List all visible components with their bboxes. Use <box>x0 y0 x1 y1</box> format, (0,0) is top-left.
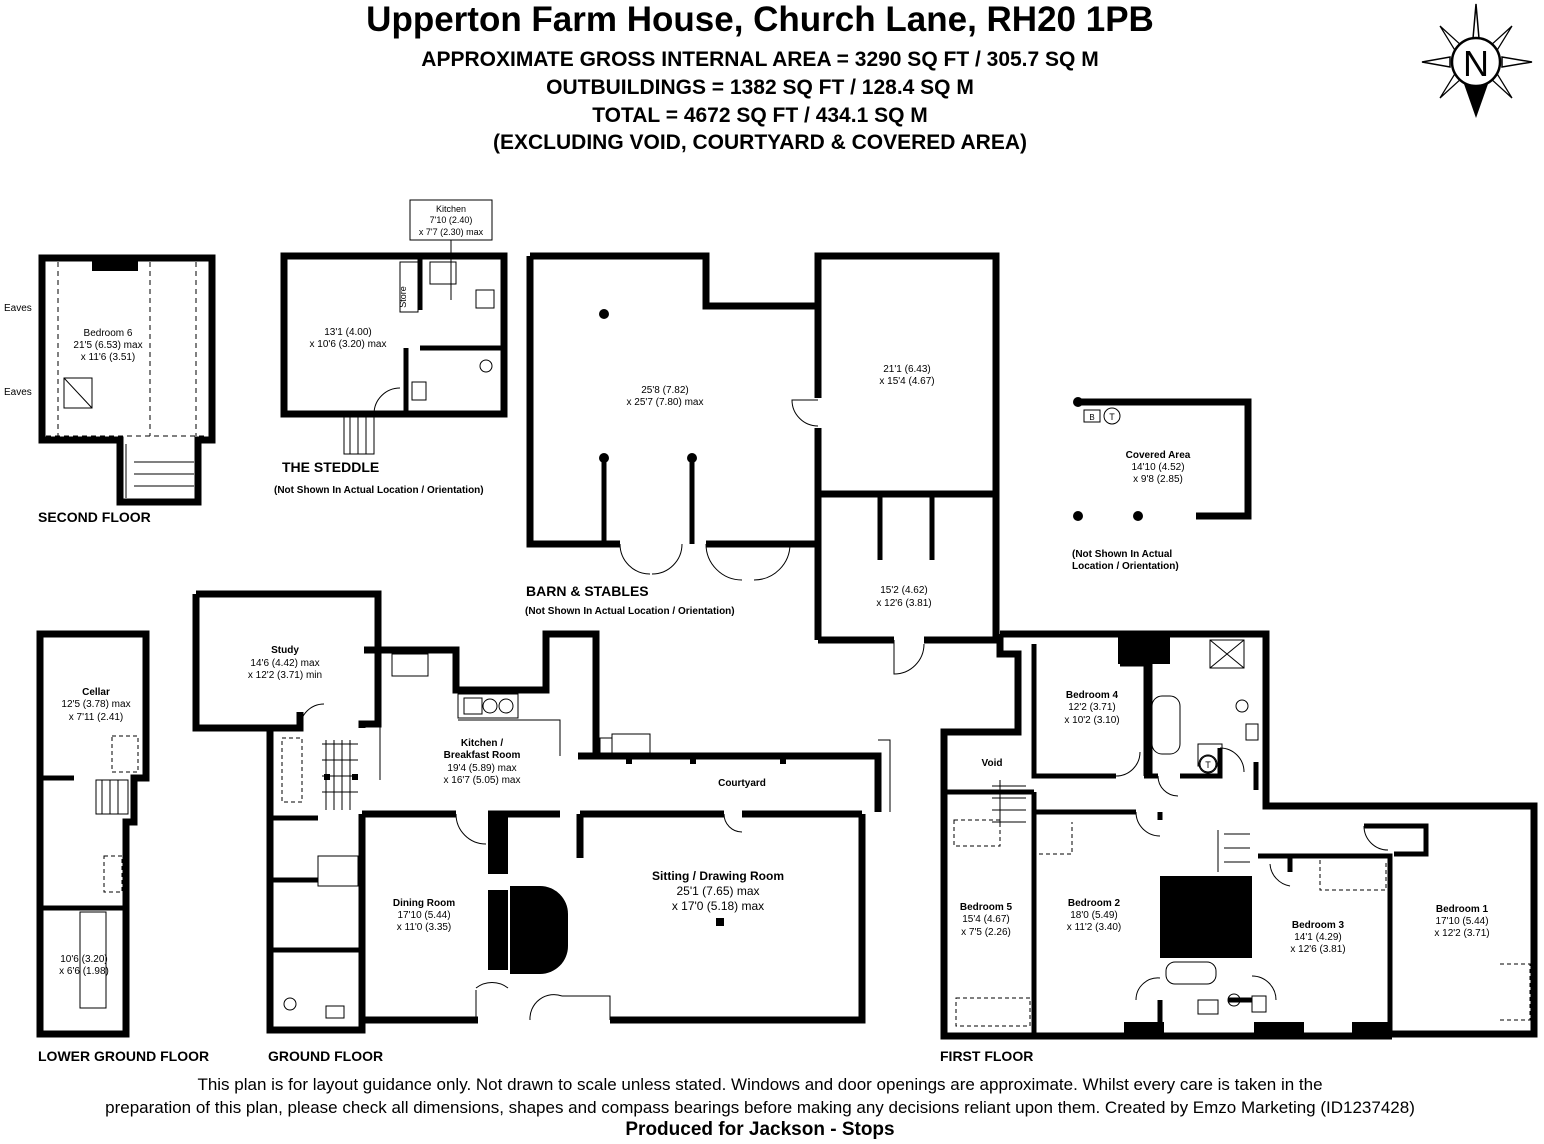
barn-label: BARN & STABLES <box>526 583 649 599</box>
lower-ground-plan <box>36 630 150 1038</box>
second-floor-label: SECOND FLOOR <box>38 509 151 525</box>
steddle-kitchen-name: Kitchen <box>436 204 466 214</box>
cellar-dim2: x 7'11 (2.41) <box>69 712 124 723</box>
cellar-name: Cellar <box>82 687 110 698</box>
study-dim2: x 12'2 (3.71) min <box>248 670 322 681</box>
page-title: Upperton Farm House, Church Lane, RH20 1… <box>366 0 1154 39</box>
bedroom1-dim2: x 12'2 (3.71) <box>1434 928 1489 939</box>
bedroom6-name: Bedroom 6 <box>84 328 133 339</box>
outbuildings-area: OUTBUILDINGS = 1382 SQ FT / 128.4 SQ M <box>546 76 974 99</box>
ground-floor-plan <box>192 590 891 1034</box>
bedroom6-dim1: 21'5 (6.53) max <box>73 340 142 351</box>
bedroom1-name: Bedroom 1 <box>1436 904 1489 915</box>
svg-text:T: T <box>1205 760 1211 770</box>
barn-note: (Not Shown In Actual Location / Orientat… <box>525 606 735 617</box>
ground-floor-label: GROUND FLOOR <box>268 1048 383 1064</box>
barn-post <box>687 453 697 463</box>
barn-right-dim2: x 15'4 (4.67) <box>879 376 934 387</box>
gross-internal-area: APPROXIMATE GROSS INTERNAL AREA = 3290 S… <box>421 48 1099 71</box>
covered-post <box>1073 397 1083 407</box>
barn-post <box>599 453 609 463</box>
dining-room-dim1: 17'10 (5.44) <box>397 910 450 921</box>
tank-icon: T <box>1199 755 1217 773</box>
kitchen-dim1: 19'4 (5.89) max <box>447 763 516 774</box>
steddle-kitchen-dim1: 7'10 (2.40) <box>430 215 473 225</box>
covered-area-dim2: x 9'8 (2.85) <box>1133 474 1183 485</box>
kitchen-dim2: x 16'7 (5.05) max <box>444 775 521 786</box>
dining-room-dim2: x 11'0 (3.35) <box>397 922 452 933</box>
produced-for: Produced for Jackson - Stops <box>625 1119 895 1140</box>
kitchen-name-1: Kitchen / <box>461 738 503 749</box>
covered-post <box>1133 511 1143 521</box>
bedroom3-name: Bedroom 3 <box>1292 920 1345 931</box>
bedroom4-name: Bedroom 4 <box>1066 690 1119 701</box>
barn-post <box>599 309 609 319</box>
bedroom2-dim1: 18'0 (5.49) <box>1070 910 1118 921</box>
dining-room-name: Dining Room <box>393 898 455 909</box>
cellar2-dim2: x 6'6 (1.98) <box>59 966 109 977</box>
second-floor-plan <box>38 254 216 506</box>
covered-post <box>1073 511 1083 521</box>
bedroom5-dim2: x 7'5 (2.26) <box>961 927 1011 938</box>
cellar-dim1: 12'5 (3.78) max <box>61 699 130 710</box>
steddle-room-dim1: 13'1 (4.00) <box>324 327 372 338</box>
barn-main-dim2: x 25'7 (7.80) max <box>627 397 704 408</box>
ground-floor-dots <box>324 758 786 926</box>
compass-icon: N <box>1421 3 1533 118</box>
bedroom3-dim2: x 12'6 (3.81) <box>1290 944 1345 955</box>
covered-note-2: Location / Orientation) <box>1072 561 1179 572</box>
steddle-note: (Not Shown In Actual Location / Orientat… <box>274 485 484 496</box>
courtyard-label: Courtyard <box>718 778 766 789</box>
first-floor-label: FIRST FLOOR <box>940 1048 1033 1064</box>
area-exclusions: (EXCLUDING VOID, COURTYARD & COVERED ARE… <box>493 131 1027 154</box>
steddle-plan <box>280 199 508 455</box>
sitting-room-name: Sitting / Drawing Room <box>652 869 784 883</box>
bedroom2-dim2: x 11'2 (3.40) <box>1067 922 1122 933</box>
void-label: Void <box>982 758 1003 769</box>
bedroom2-name: Bedroom 2 <box>1068 898 1121 909</box>
covered-area-plan <box>1078 398 1252 520</box>
sitting-room-dim2: x 17'0 (5.18) max <box>672 899 764 913</box>
bedroom1-dim1: 17'10 (5.44) <box>1435 916 1488 927</box>
eaves-label-bottom: Eaves <box>4 387 32 398</box>
stables-dim1: 15'2 (4.62) <box>880 585 928 596</box>
store-label: Store <box>398 286 408 308</box>
steddle-label: THE STEDDLE <box>282 459 379 475</box>
bedroom5-name: Bedroom 5 <box>960 902 1013 913</box>
boiler-symbol: B <box>1089 413 1094 422</box>
disclaimer-line-2: preparation of this plan, please check a… <box>105 1098 1415 1117</box>
tank-symbol: T <box>1109 412 1115 422</box>
eaves-label-top: Eaves <box>4 303 32 314</box>
total-area: TOTAL = 4672 SQ FT / 434.1 SQ M <box>592 104 928 127</box>
covered-area-dim1: 14'10 (4.52) <box>1131 462 1184 473</box>
sitting-room-dim1: 25'1 (7.65) max <box>677 884 760 898</box>
barn-main-dim1: 25'8 (7.82) <box>641 385 689 396</box>
bedroom4-dim1: 12'2 (3.71) <box>1068 702 1116 713</box>
bedroom4-dim2: x 10'2 (3.10) <box>1064 715 1119 726</box>
study-name: Study <box>271 645 299 656</box>
lower-ground-label: LOWER GROUND FLOOR <box>38 1048 209 1064</box>
bedroom6-dim2: x 11'6 (3.51) <box>81 352 136 363</box>
compass-letter: N <box>1463 43 1489 84</box>
kitchen-name-2: Breakfast Room <box>444 750 521 761</box>
cellar2-dim1: 10'6 (3.20) <box>60 954 108 965</box>
first-floor-plan <box>940 630 1538 1040</box>
barn-plan <box>526 252 1000 675</box>
disclaimer-line-1: This plan is for layout guidance only. N… <box>197 1075 1323 1094</box>
steddle-kitchen-dim2: x 7'7 (2.30) max <box>419 227 484 237</box>
covered-area-name: Covered Area <box>1126 450 1191 461</box>
bedroom5-dim1: 15'4 (4.67) <box>962 914 1010 925</box>
steddle-room-dim2: x 10'6 (3.20) max <box>310 339 387 350</box>
covered-note-1: (Not Shown In Actual <box>1072 549 1172 560</box>
bedroom3-dim1: 14'1 (4.29) <box>1294 932 1342 943</box>
stables-dim2: x 12'6 (3.81) <box>876 598 931 609</box>
study-dim1: 14'6 (4.42) max <box>250 658 319 669</box>
barn-right-dim1: 21'1 (6.43) <box>883 364 931 375</box>
